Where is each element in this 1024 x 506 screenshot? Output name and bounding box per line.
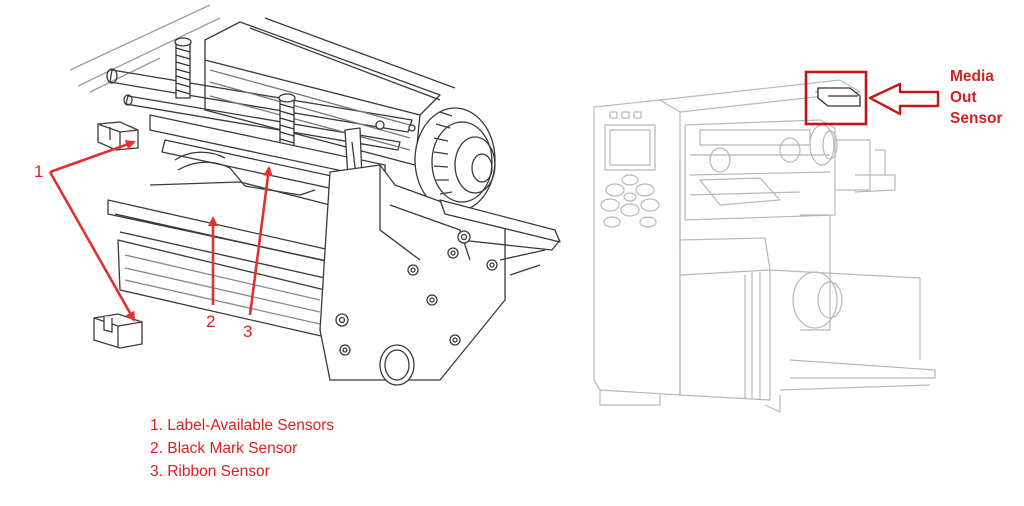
sensor-legend: 1. Label-Available Sensors 2. Black Mark… <box>150 414 334 483</box>
print-mechanism-icon <box>69 4 561 386</box>
callout-3-label: 3 <box>243 322 253 341</box>
legend-item-label-available: 1. Label-Available Sensors <box>150 417 335 434</box>
media-out-line-3: Sensor <box>950 110 1003 127</box>
callout-2-label: 2 <box>206 312 216 331</box>
arrow-icon <box>868 82 940 116</box>
media-out-line-2: Out <box>950 89 977 106</box>
media-out-line-1: Media <box>950 68 994 85</box>
sensor-icon <box>97 121 139 151</box>
arrow-icon <box>48 139 273 322</box>
legend-item-black-mark: 2. Black Mark Sensor <box>150 440 298 457</box>
printer-icon <box>593 79 936 413</box>
media-out-sensor-label: Media Out Sensor <box>950 66 1003 129</box>
callout-1-label: 1 <box>34 162 44 181</box>
legend-item-ribbon: 3. Ribbon Sensor <box>150 463 270 480</box>
media-out-sensor-callout <box>804 70 940 126</box>
sensor-icon <box>93 313 143 349</box>
